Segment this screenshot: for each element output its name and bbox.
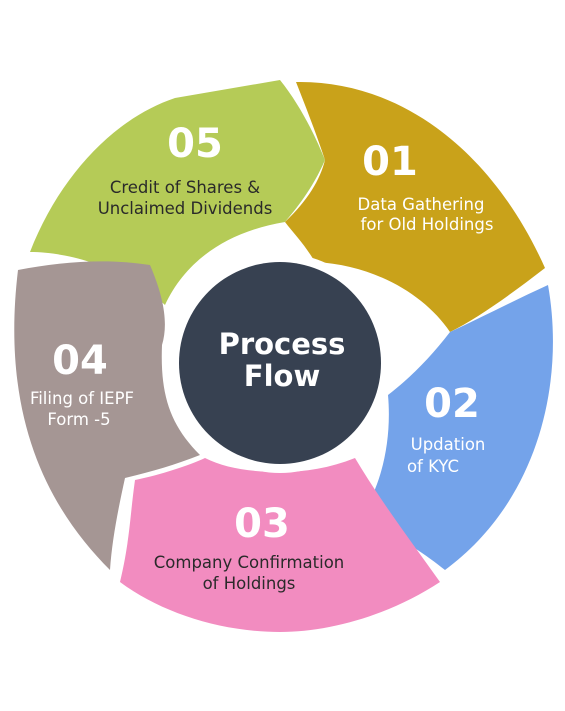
step-04-segment xyxy=(14,261,200,570)
step-01-label-line2: for Old Holdings xyxy=(361,215,494,234)
step-01-segment xyxy=(285,81,545,332)
step-02-segment xyxy=(360,285,553,570)
step-04-label-line1: Filing of IEPF xyxy=(30,389,134,408)
step-05-segment xyxy=(30,80,325,305)
step-03-number: 03 xyxy=(234,501,290,547)
step-04-number: 04 xyxy=(52,338,108,384)
step-03-label-line2: of Holdings xyxy=(203,574,296,593)
step-05-label-line1: Credit of Shares & xyxy=(110,178,260,197)
step-03-segment xyxy=(120,458,440,632)
center-title-line1: Process xyxy=(219,327,346,361)
step-01-label-line1: Data Gathering xyxy=(358,195,485,214)
step-02-label-line2: of KYC xyxy=(407,457,459,476)
step-05-label-line2: Unclaimed Dividends xyxy=(98,199,273,218)
center-title-line2: Flow xyxy=(244,359,320,393)
step-01-number: 01 xyxy=(362,139,418,185)
step-05-number: 05 xyxy=(167,121,223,167)
step-03-label-line1: Company Confirmation xyxy=(154,553,345,572)
step-02-number: 02 xyxy=(424,381,480,427)
center-circle xyxy=(179,262,381,464)
step-02-label-line1: Updation xyxy=(411,435,486,454)
step-04-label-line2: Form -5 xyxy=(47,410,110,429)
